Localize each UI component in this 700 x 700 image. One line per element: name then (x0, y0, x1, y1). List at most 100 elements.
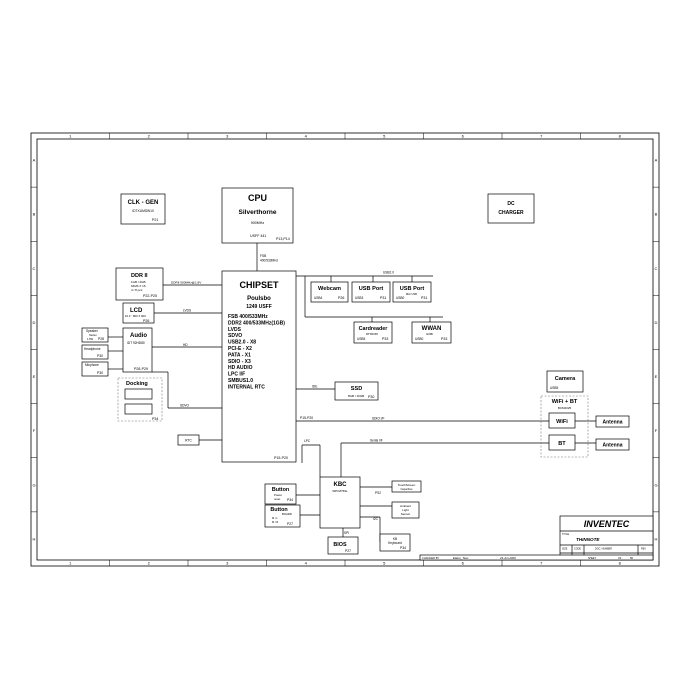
fsb-speed: 400/533MHz (260, 259, 278, 263)
grid-row-marker: C (33, 266, 36, 271)
chipset-feature-item: LVDS (228, 327, 242, 333)
wifi-bt-part: BCM4325 (558, 406, 572, 410)
spi-label: SPI (344, 531, 349, 535)
grid-row-marker: B (655, 212, 658, 217)
cardreader-page: P33 (382, 337, 388, 341)
grid-column-marker: 5 (383, 561, 386, 566)
chipset-feature-item: PATA - X1 (228, 352, 251, 358)
cpu-block: CPU Silverthorne 900MHz USFF 441 P13,P14 (221, 187, 294, 244)
touchscreen-title: TouchScreen (398, 483, 416, 487)
audio-part: IDT 92HD80 (127, 341, 145, 345)
chipset-package: 1249 USFF (246, 304, 272, 310)
webcam-block: Webcam USB4 P26 (310, 281, 349, 303)
grid-row-marker: B (33, 212, 36, 217)
keyboard-block: KB Keyboard P34 (379, 533, 411, 552)
touchscreen-block: TouchScreen Capacitive (391, 480, 422, 493)
grid-row-marker: F (655, 428, 658, 433)
dc-charger-line1: DC (507, 201, 515, 207)
grid-column-marker: 4 (305, 561, 308, 566)
grid-row-marker: D (33, 320, 36, 325)
button-power-block: Button Power reset P34 (264, 483, 297, 505)
grid-column-marker: 6 (462, 561, 465, 566)
cardreader-sub: USB5 (357, 337, 366, 341)
chipset-feature-item: USB2.0 - X8 (228, 340, 256, 346)
wifi-label: WiFi (556, 419, 568, 425)
audio-block: Audio IDT 92HD80 P28-P29 (122, 327, 153, 373)
wwan-sub: USB0 (415, 337, 424, 341)
chipset-block: CHIPSET Poulsbo 1249 USFF FSB 400/533MHz… (221, 270, 297, 463)
grid-row-marker: G (32, 482, 35, 487)
ddr-spec3: 4 / 8 pcs (131, 288, 143, 292)
headphone-label: Headphone (84, 347, 101, 351)
bios-title: BIOS (333, 542, 347, 548)
grid-row-marker: E (33, 374, 36, 379)
bios-page: P27 (345, 549, 351, 553)
lcd-page: P26 (143, 319, 149, 323)
lcd-spec2: 800 X 600 (133, 314, 146, 318)
ddr-spec1: 1GB / 2GB (131, 280, 146, 284)
grid-column-marker: 2 (148, 561, 151, 566)
speaker-sub2: 1.5W (87, 337, 94, 341)
cpu-name: Silverthorne (239, 209, 277, 216)
antenna2-label: Antenna (603, 443, 623, 449)
chipset-feature-item: INTERNAL RTC (228, 384, 265, 390)
sheet-info: CHANGED BY Elaine_Tsao 23-Jun-2009 SHEET… (419, 554, 654, 561)
button-power-sub: Power (274, 493, 282, 497)
wwan-block: WWAN GOBI USB0 P33 (411, 321, 452, 344)
ssd-sub: 8GB / 16GB (348, 394, 364, 398)
changed-by-label: CHANGED BY (422, 556, 439, 560)
author-name: Elaine_Tsao (453, 556, 469, 560)
keyboard-sub: Keyboard (388, 541, 402, 545)
headphone-page: P30 (97, 354, 103, 358)
usb-port2-page: P31 (421, 296, 427, 300)
lcd-spec1: 10.1" (125, 314, 131, 318)
button-board-sub3: M / R (272, 520, 278, 524)
sheet-number: 50 (630, 556, 634, 560)
chipset-page-sdio: P15-P20 (300, 416, 313, 420)
grid-column-marker: 4 (305, 134, 308, 139)
grid-row-marker: H (33, 536, 36, 541)
connection-lines (108, 243, 596, 542)
clk-gen-page: P21 (152, 218, 158, 222)
grid-row-marker: D (655, 320, 658, 325)
ssd-block: SSD 8GB / 16GB P30 (334, 381, 379, 401)
keyboard-page: P34 (400, 546, 406, 550)
usb-bus-label: USB2.0 (383, 271, 394, 275)
code-label: CODE (574, 548, 581, 551)
grid-column-marker: 6 (462, 134, 465, 139)
grid-column-marker: 3 (226, 561, 229, 566)
i2c-label: I2C (373, 517, 379, 521)
company-name: INVENTEC (584, 519, 630, 529)
ddr-spec2: 64Mb X 16 (131, 284, 146, 288)
usb-port1-block: USB Port USB3 P31 (351, 281, 391, 303)
sheet-of-label: OF (618, 557, 622, 560)
grid-column-marker: 8 (619, 561, 622, 566)
speaker-block: Speaker Stereo 1.5W P28 (81, 327, 109, 343)
rtc-label: RTC (185, 439, 192, 443)
clk-gen-block: CLK - GEN IDTXUMSW10 P21 (120, 193, 166, 225)
usb-port2-block: USB Port Mini USB USB0 P31 (392, 281, 432, 303)
webcam-sub: USB4 (314, 296, 323, 300)
grid-row-marker: H (655, 536, 658, 541)
chipset-feature-item: FSB 400/533MHz (228, 314, 268, 320)
wwan-page: P33 (441, 337, 447, 341)
grid-row-marker: E (655, 374, 658, 379)
chipset-feature-item: DDR2 400/533MHz(1GB) (228, 320, 285, 326)
grid-row-marker: F (33, 428, 36, 433)
ambient-light-sensor-block: Ambient Light Sensor (391, 501, 420, 519)
ddr-block: DDR II 1GB / 2GB 64Mb X 16 4 / 8 pcs P22… (115, 267, 164, 301)
kbc-block: KBC WPC8769L (319, 476, 361, 529)
chipset-page: P15-P20 (274, 456, 288, 460)
lpc-label: LPC (304, 439, 311, 443)
bios-block: BIOS P27 (327, 536, 359, 555)
cpu-title: CPU (248, 193, 267, 203)
chipset-feature-item: SMBUS1.0 (228, 378, 253, 384)
wifi-bt-title: WiFi + BT (552, 399, 578, 405)
title-label: TITLE (562, 532, 569, 536)
docking-title: Docking (126, 381, 148, 387)
mic-block: Micphone P30 (81, 361, 109, 377)
usb-port1-title: USB Port (359, 286, 384, 292)
webcam-page: P26 (338, 296, 344, 300)
